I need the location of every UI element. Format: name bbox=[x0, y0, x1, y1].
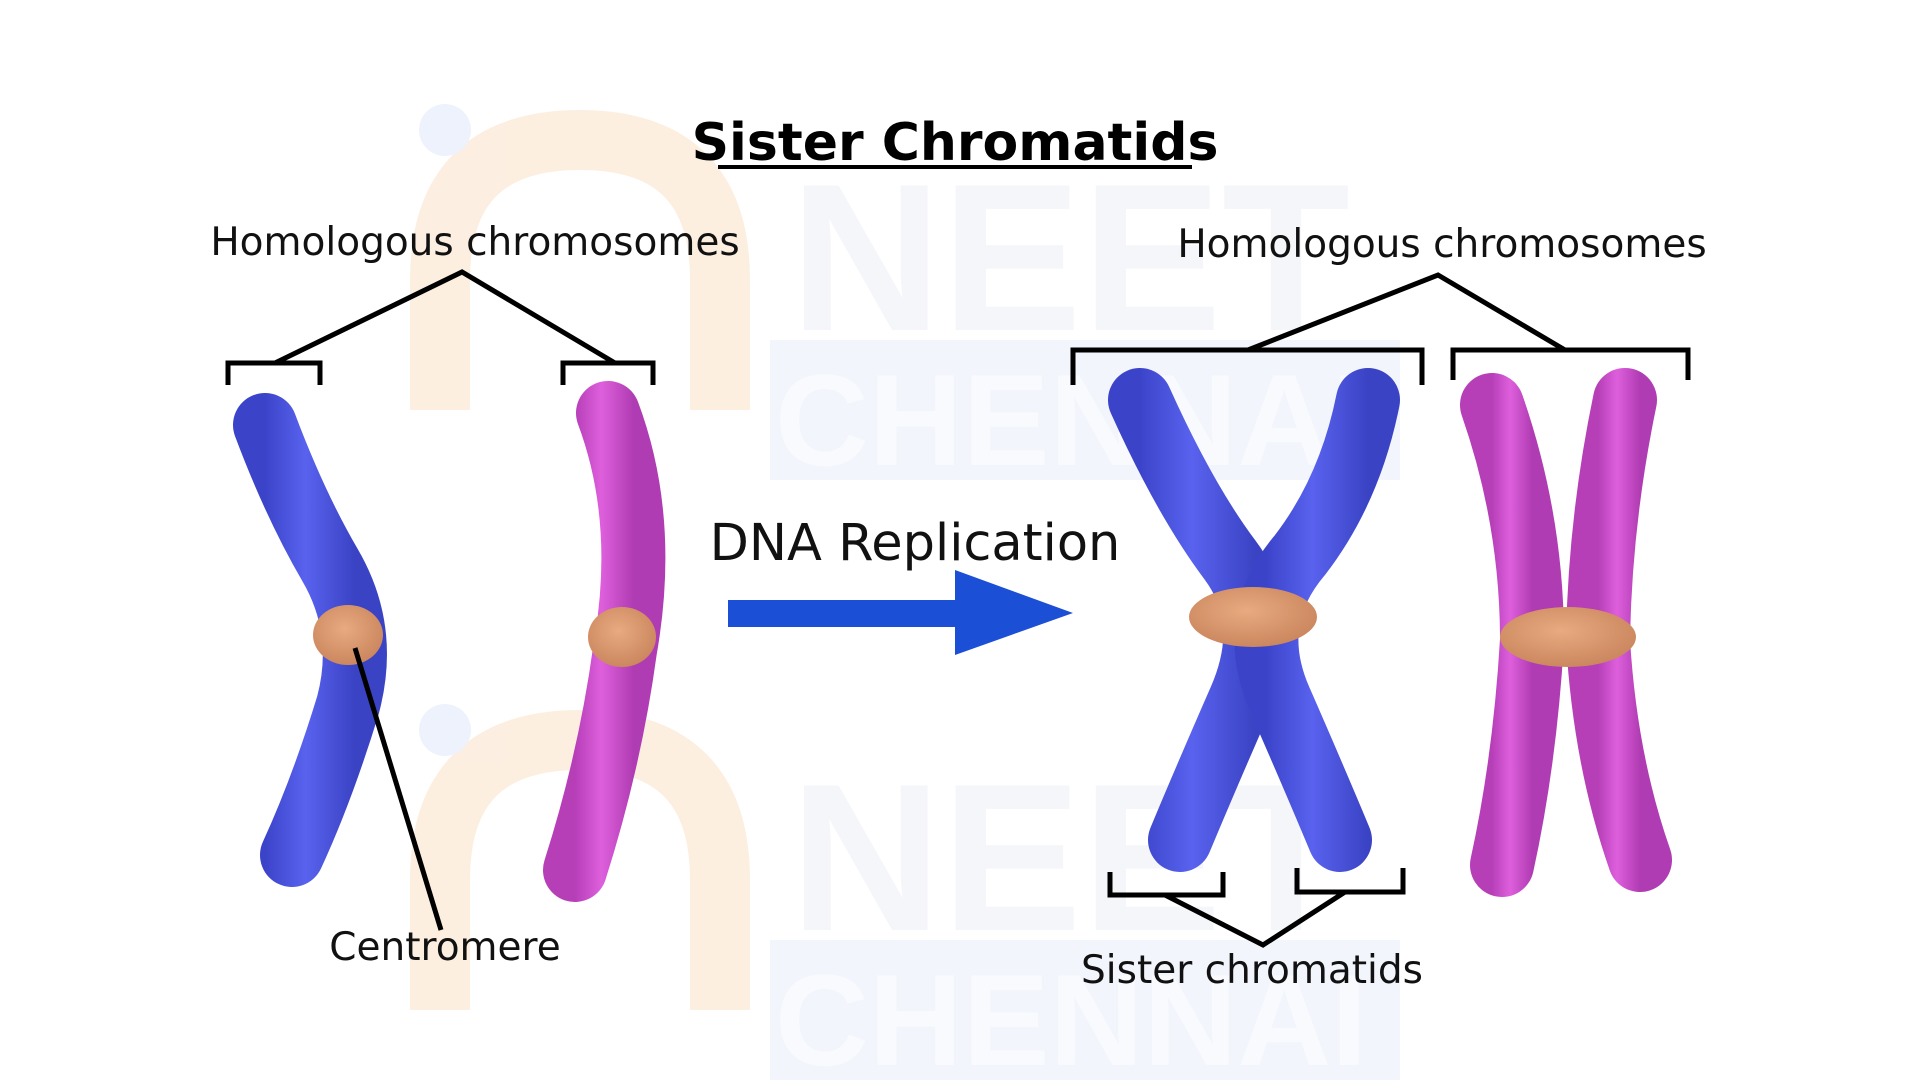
homologous-label-left: Homologous chromosomes bbox=[210, 220, 739, 265]
centromere-right-blue bbox=[1189, 587, 1317, 647]
watermark-arch-top bbox=[410, 109, 750, 410]
watermark-chennai-bottom: CHENNAI bbox=[775, 947, 1367, 1080]
watermark-band-top bbox=[770, 340, 1400, 480]
centromere-right-magenta bbox=[1500, 607, 1636, 667]
centromere-left-blue bbox=[313, 605, 383, 665]
homologous-bracket-left bbox=[225, 269, 656, 385]
centromere-label: Centromere bbox=[329, 925, 560, 970]
watermark-dot-bottom bbox=[419, 704, 471, 756]
watermark-band-bottom bbox=[770, 940, 1400, 1080]
sister-chromatids-bracket bbox=[1107, 868, 1406, 948]
watermark-logo: NEET CHENNAI NEET CHENNAI bbox=[410, 104, 1400, 1080]
dna-replication-label: DNA Replication bbox=[710, 514, 1121, 573]
page-title: Sister Chromatids bbox=[692, 113, 1219, 173]
centromere-left-magenta bbox=[588, 607, 656, 667]
replication-arrow bbox=[728, 570, 1073, 655]
watermark-neet-top: NEET bbox=[790, 140, 1350, 375]
watermark-dot-top bbox=[419, 104, 471, 156]
homologous-label-right: Homologous chromosomes bbox=[1177, 222, 1706, 267]
centromere-pointer-line bbox=[352, 647, 444, 931]
watermark-neet-bottom: NEET bbox=[790, 740, 1350, 975]
sister-chromatids-label: Sister chromatids bbox=[1081, 948, 1423, 993]
homologous-bracket-right bbox=[1070, 272, 1691, 385]
